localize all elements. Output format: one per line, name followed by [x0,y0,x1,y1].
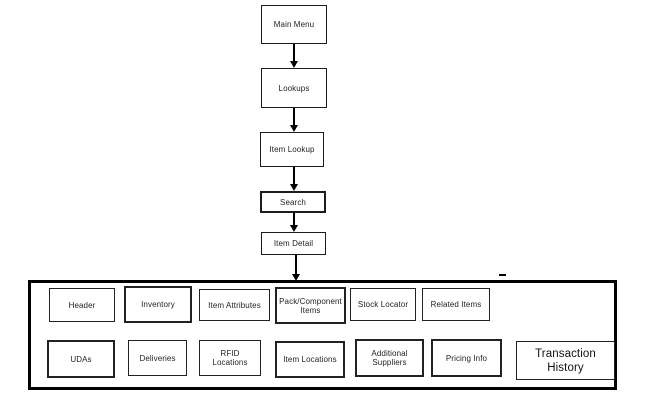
panel-box-label: Stock Locator [357,300,409,309]
arrow-search-to-item-detail [290,213,298,232]
arrow-shaft [293,44,295,63]
panel-box-pricing-info: Pricing Info [431,339,502,377]
arrow-shaft [293,213,295,227]
flow-node-lookups: Lookups [261,68,327,108]
panel-box-label: Item Locations [283,355,337,364]
flow-node-item-lookup: Item Lookup [260,132,324,167]
flow-node-label: Lookups [278,83,310,93]
panel-box-label: UDAs [70,354,92,364]
flow-node-item-detail: Item Detail [261,232,326,255]
panel-box-label: Pack/Component Items [279,296,342,315]
panel-box-rfid-locations: RFID Locations [199,340,261,376]
panel-box-label: Deliveries [139,353,176,363]
panel-box-transaction-history: Transaction History [516,341,615,380]
stray-mark [499,274,506,276]
panel-box-label: Pricing Info [445,353,488,363]
arrow-item-lookup-to-search [290,167,298,191]
panel-box-deliveries: Deliveries [128,340,187,376]
panel-box-related-items: Related Items [422,288,490,321]
flow-node-label: Search [280,197,306,207]
arrow-head-icon [290,184,298,191]
arrow-head-icon [292,274,300,281]
panel-box-label: Header [68,300,96,310]
arrow-head-icon [290,225,298,232]
arrow-lookups-to-item-lookup [290,108,298,132]
panel-box-label: Inventory [141,300,175,309]
arrow-head-icon [290,61,298,68]
panel-box-label: Item Attributes [208,300,261,310]
arrow-head-icon [290,125,298,132]
panel-box-header: Header [49,288,115,322]
flow-node-main-menu: Main Menu [261,5,327,44]
flow-node-label: Item Detail [273,239,314,248]
arrow-shaft [293,108,295,127]
panel-box-label: Transaction History [535,347,596,374]
panel-box-item-attributes: Item Attributes [199,289,270,321]
panel-box-stock-locator: Stock Locator [350,288,416,321]
panel-box-pack-component-items: Pack/Component Items [275,287,346,324]
panel-box-inventory: Inventory [124,286,192,323]
arrow-main-menu-to-lookups [290,44,298,68]
flow-node-search: Search [260,191,326,213]
panel-box-additional-suppliers: Additional Suppliers [355,339,424,377]
panel-box-label: Additional Suppliers [371,349,408,367]
arrow-shaft [293,167,295,186]
flow-node-label: Main Menu [273,20,315,29]
arrow-shaft [295,255,297,276]
panel-box-item-locations: Item Locations [275,341,345,378]
flow-node-label: Item Lookup [269,145,315,154]
panel-box-label: RFID Locations [212,349,248,367]
panel-box-label: Related Items [430,300,482,309]
item-detail-panel: Header Inventory Item Attributes Pack/Co… [28,280,617,390]
panel-box-udas: UDAs [47,340,115,378]
arrow-item-detail-to-panel [292,255,300,281]
